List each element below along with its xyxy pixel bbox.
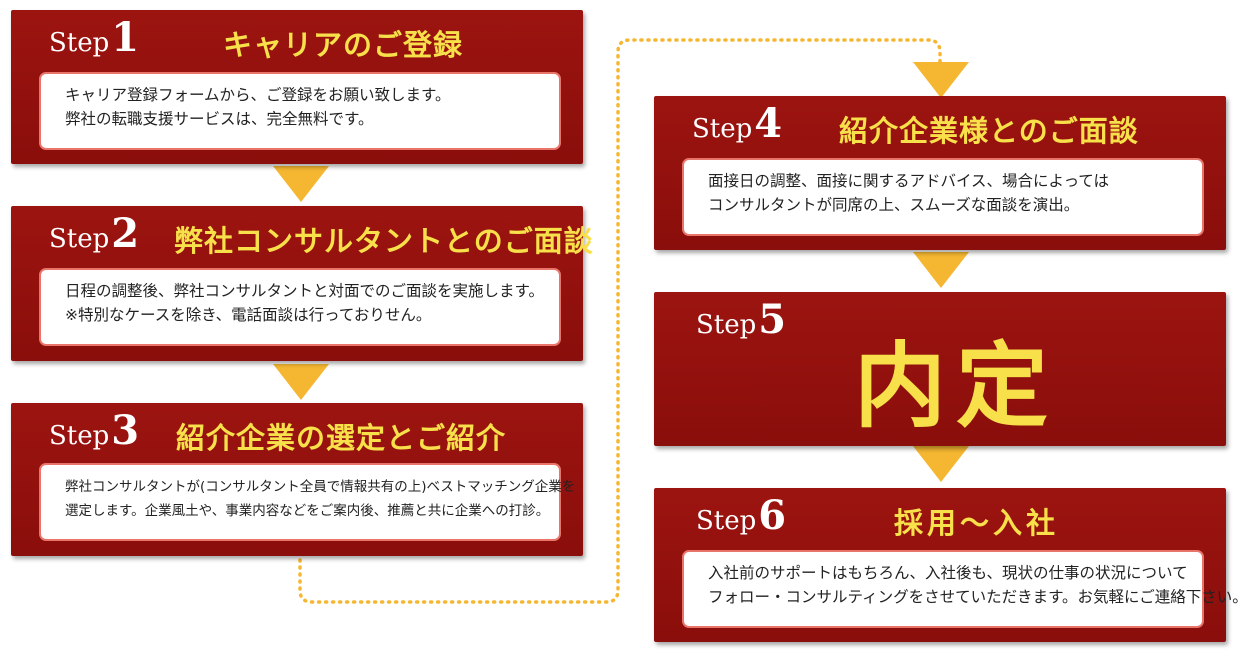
step-3-label: Step3 xyxy=(49,407,140,454)
step-5-title: 内定 xyxy=(854,332,1059,440)
step-1-label: Step1 xyxy=(49,14,140,61)
step-5-box: Step5 内定 xyxy=(654,292,1226,446)
step-2-box: Step2 弊社コンサルタントとのご面談 日程の調整後、弊社コンサルタントと対面… xyxy=(11,206,593,361)
step-1-description: キャリア登録フォームから、ご登録をお願い致します。 弊社の転職支援サービスは、完… xyxy=(39,72,561,150)
step-1-title: キャリアのご登録 xyxy=(223,28,464,62)
step-4-title: 紹介企業様とのご面談 xyxy=(839,114,1139,148)
step-3-box: Step3 紹介企業の選定とご紹介 弊社コンサルタントが(コンサルタント全員で情… xyxy=(11,403,583,556)
step-6-label: Step6 xyxy=(696,492,787,539)
step-5-label: Step5 xyxy=(696,296,787,343)
step-2-description: 日程の調整後、弊社コンサルタントと対面でのご面談を実施します。 ※特別なケースを… xyxy=(39,268,561,346)
arrow-down-icon xyxy=(273,166,329,202)
step-4-description: 面接日の調整、面接に関するアドバイス、場合によっては コンサルタントが同席の上、… xyxy=(682,158,1204,236)
step-6-description: 入社前のサポートはもちろん、入社後も、現状の仕事の状況について フォロー・コンサ… xyxy=(682,550,1242,628)
arrow-down-icon xyxy=(913,62,969,98)
step-4-label: Step4 xyxy=(692,100,783,147)
step-4-box: Step4 紹介企業様とのご面談 面接日の調整、面接に関するアドバイス、場合によ… xyxy=(654,96,1226,250)
step-1-box: Step1 キャリアのご登録 キャリア登録フォームから、ご登録をお願い致します。… xyxy=(11,10,583,164)
step-3-description: 弊社コンサルタントが(コンサルタント全員で情報共有の上)ベストマッチング企業を … xyxy=(39,463,575,541)
step-6-title: 採用～入社 xyxy=(894,506,1060,540)
arrow-down-icon xyxy=(913,446,969,482)
step-3-title: 紹介企業の選定とご紹介 xyxy=(176,421,507,455)
arrow-down-icon xyxy=(913,252,969,288)
arrow-down-icon xyxy=(273,364,329,400)
step-2-label: Step2 xyxy=(49,210,140,257)
step-2-title: 弊社コンサルタントとのご面談 xyxy=(174,224,594,258)
step-6-box: Step6 採用～入社 入社前のサポートはもちろん、入社後も、現状の仕事の状況に… xyxy=(654,488,1242,642)
